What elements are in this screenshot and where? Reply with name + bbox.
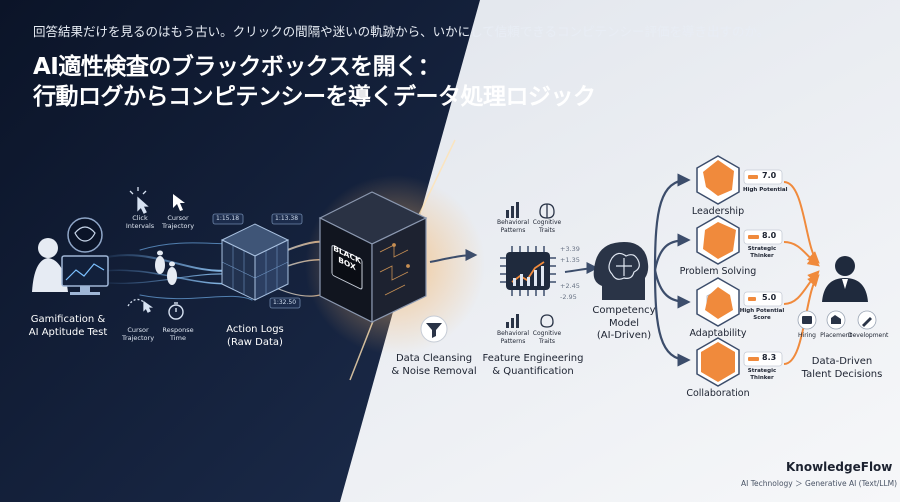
footprints-icon — [155, 250, 177, 285]
competency-leadership: Leadership — [691, 206, 745, 217]
decision-development: Development — [848, 332, 889, 339]
feature-engineering-label: Feature Engineering & Quantification — [482, 353, 584, 377]
score-value: 8.0 — [762, 231, 777, 240]
talent-decisions-label: Data-Driven Talent Decisions — [801, 356, 883, 380]
cursor-icon — [173, 194, 185, 211]
data-cleansing-label: Data Cleansing & Noise Removal — [391, 353, 477, 377]
arrow-to-feature — [429, 249, 478, 263]
footer-breadcrumb: AI Technology ＞ Generative AI (Text/LLM) — [741, 479, 898, 488]
page-title-line1: AI適性検査のブラックボックスを開く： — [33, 54, 441, 80]
decision-placement: Placement — [820, 332, 852, 339]
page-subtitle: 回答結果だけを見るのはもう古い。クリックの間隔や迷いの軌跡から、いかにして信頼で… — [33, 24, 770, 39]
click-icon — [129, 187, 149, 214]
gamification-label: Gamification & AI Aptitude Test — [28, 314, 108, 338]
branch-arrows — [653, 173, 691, 367]
feature-value: -2.95 — [560, 293, 577, 301]
black-box-cube-icon — [318, 191, 428, 323]
feature-chip-icon — [500, 246, 556, 296]
timestamp-tag: 1:32.50 — [273, 299, 297, 306]
score-tag: High Potential — [743, 187, 788, 193]
funnel-icon — [420, 315, 448, 343]
score-value: 5.0 — [762, 293, 777, 302]
brain-small-icon-bottom — [540, 314, 554, 328]
action-logs-label: Action Logs (Raw Data) — [226, 324, 284, 348]
feature-value: +3.39 — [560, 245, 580, 253]
competency-problem-solving: Problem Solving — [679, 266, 757, 277]
page-title-line2: 行動ログからコンピテンシーを導くデータ処理ロジック — [33, 84, 596, 110]
arrow-to-model — [564, 262, 599, 275]
decision-hiring: Hiring — [798, 332, 816, 339]
action-logs-cube-icon — [220, 223, 290, 301]
score-value: 7.0 — [762, 171, 777, 180]
score-value: 8.3 — [762, 353, 777, 362]
competency-adaptability: Adaptability — [689, 328, 747, 339]
timestamp-tags — [212, 213, 303, 309]
score-gauges — [743, 169, 783, 367]
timestamp-tag: 1:15.18 — [216, 215, 240, 222]
timestamp-tag: 1:13.38 — [275, 215, 299, 222]
feature-value: +2.45 — [560, 282, 580, 290]
decision-icons — [797, 310, 877, 330]
ai-head-icon — [593, 242, 649, 300]
behavioral-icon — [506, 202, 519, 218]
radar-charts — [696, 155, 740, 387]
brain-small-icon — [539, 203, 555, 219]
behavioral-icon-bottom — [506, 314, 519, 328]
competency-collaboration: Collaboration — [686, 388, 750, 399]
gauge-bars — [748, 175, 759, 361]
brand-name: KnowledgeFlow — [786, 460, 893, 474]
competency-model-label: Competency Model (AI-Driven) — [592, 305, 656, 341]
business-person-icon — [822, 256, 868, 302]
cursor-trajectory-icon — [127, 298, 154, 313]
feature-value: +1.35 — [560, 256, 580, 264]
person-at-monitor-icon — [32, 217, 109, 295]
stopwatch-icon — [168, 302, 184, 320]
